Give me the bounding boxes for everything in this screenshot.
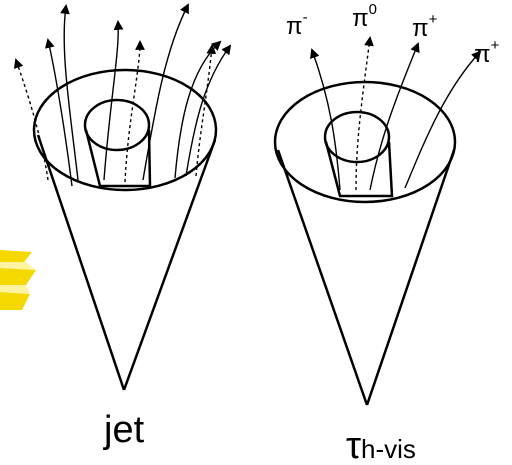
pion-label-3: π+ [412,11,438,42]
jet-track-solid-1 [60,4,79,181]
yellow-arrow-icon [0,250,36,310]
tau-track-pi-zero [355,36,374,191]
jet-track-dotted-3 [195,44,217,177]
tau-track-pi-plus-1 [369,42,420,191]
jet-outer-rim [32,68,218,192]
jet-track-dotted-2 [124,40,145,183]
tau-cone-right-side [365,149,456,406]
jet-label: jet [103,409,145,451]
tau-inner-cone [324,141,394,198]
jet-track-dotted-1 [13,58,49,181]
pion-label-1: π- [286,9,308,40]
jet-track-solid-5 [185,44,232,177]
tau-cone [273,80,457,406]
tau-outer-rim [273,80,457,204]
tau-label: τh-vis [346,425,416,465]
tau-particles [310,36,482,191]
tau-track-pi-plus-2 [404,50,482,189]
jet-cone-left-side [36,134,126,391]
jet-inner-cone [84,129,152,188]
tau-cone-left-side [276,149,369,406]
jet-cone [32,68,218,391]
jet-track-solid-3 [142,3,189,181]
jet-track-solid-2 [103,20,124,181]
tau-particle-labels: π- π0 π+ π+ [286,1,500,68]
tau-inner-rim [323,110,391,164]
pion-label-4: π+ [474,37,500,68]
pion-label-2: π0 [352,1,377,32]
jet-cone-right-side [122,139,217,391]
jet-track-solid-6 [45,38,73,187]
tau-track-pi-minus [310,48,341,191]
jet-particles [13,3,232,187]
jet-inner-rim [83,98,151,152]
